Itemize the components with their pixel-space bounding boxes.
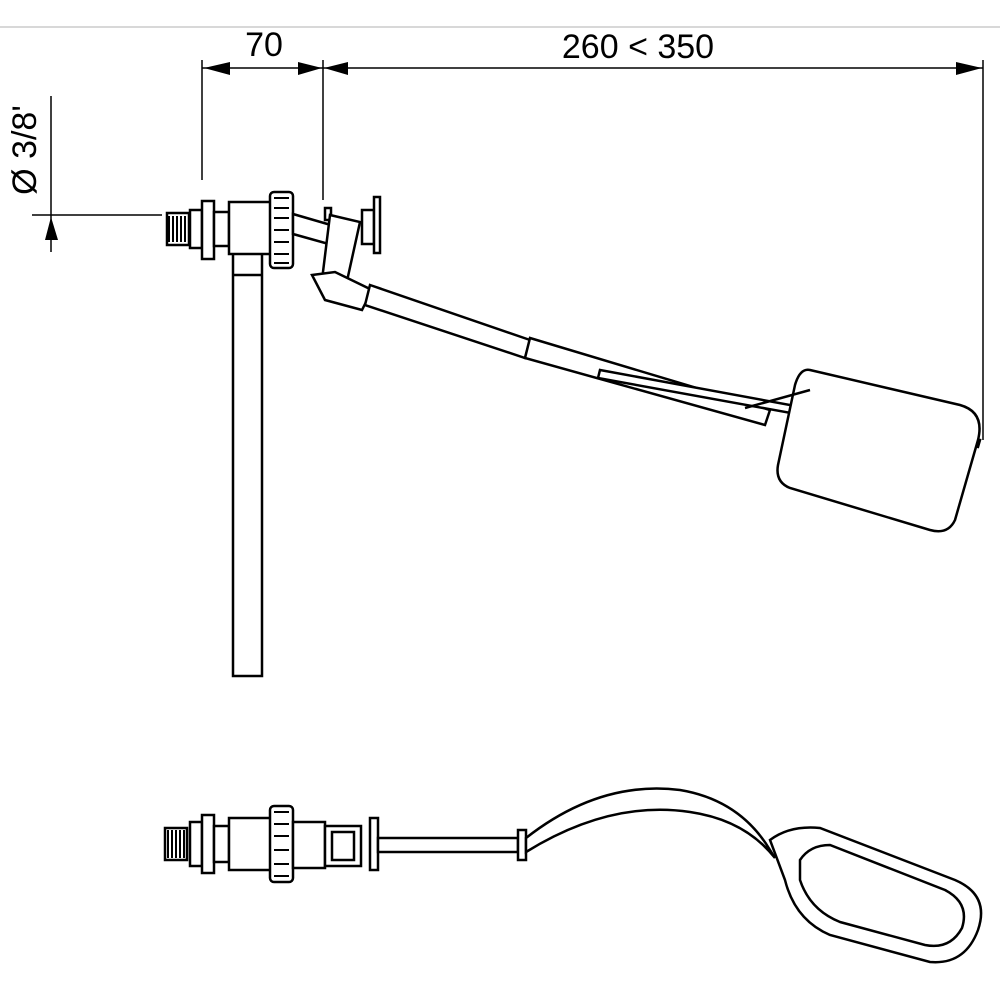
dimension-70-label: 70 bbox=[245, 26, 283, 64]
side-view-valve bbox=[165, 190, 982, 678]
dimension-arm-label: 260 < 350 bbox=[562, 28, 714, 66]
dimension-lines bbox=[32, 60, 984, 440]
top-view-valve bbox=[163, 787, 983, 964]
dimension-thread-label: Ø 3/8' bbox=[6, 105, 44, 195]
